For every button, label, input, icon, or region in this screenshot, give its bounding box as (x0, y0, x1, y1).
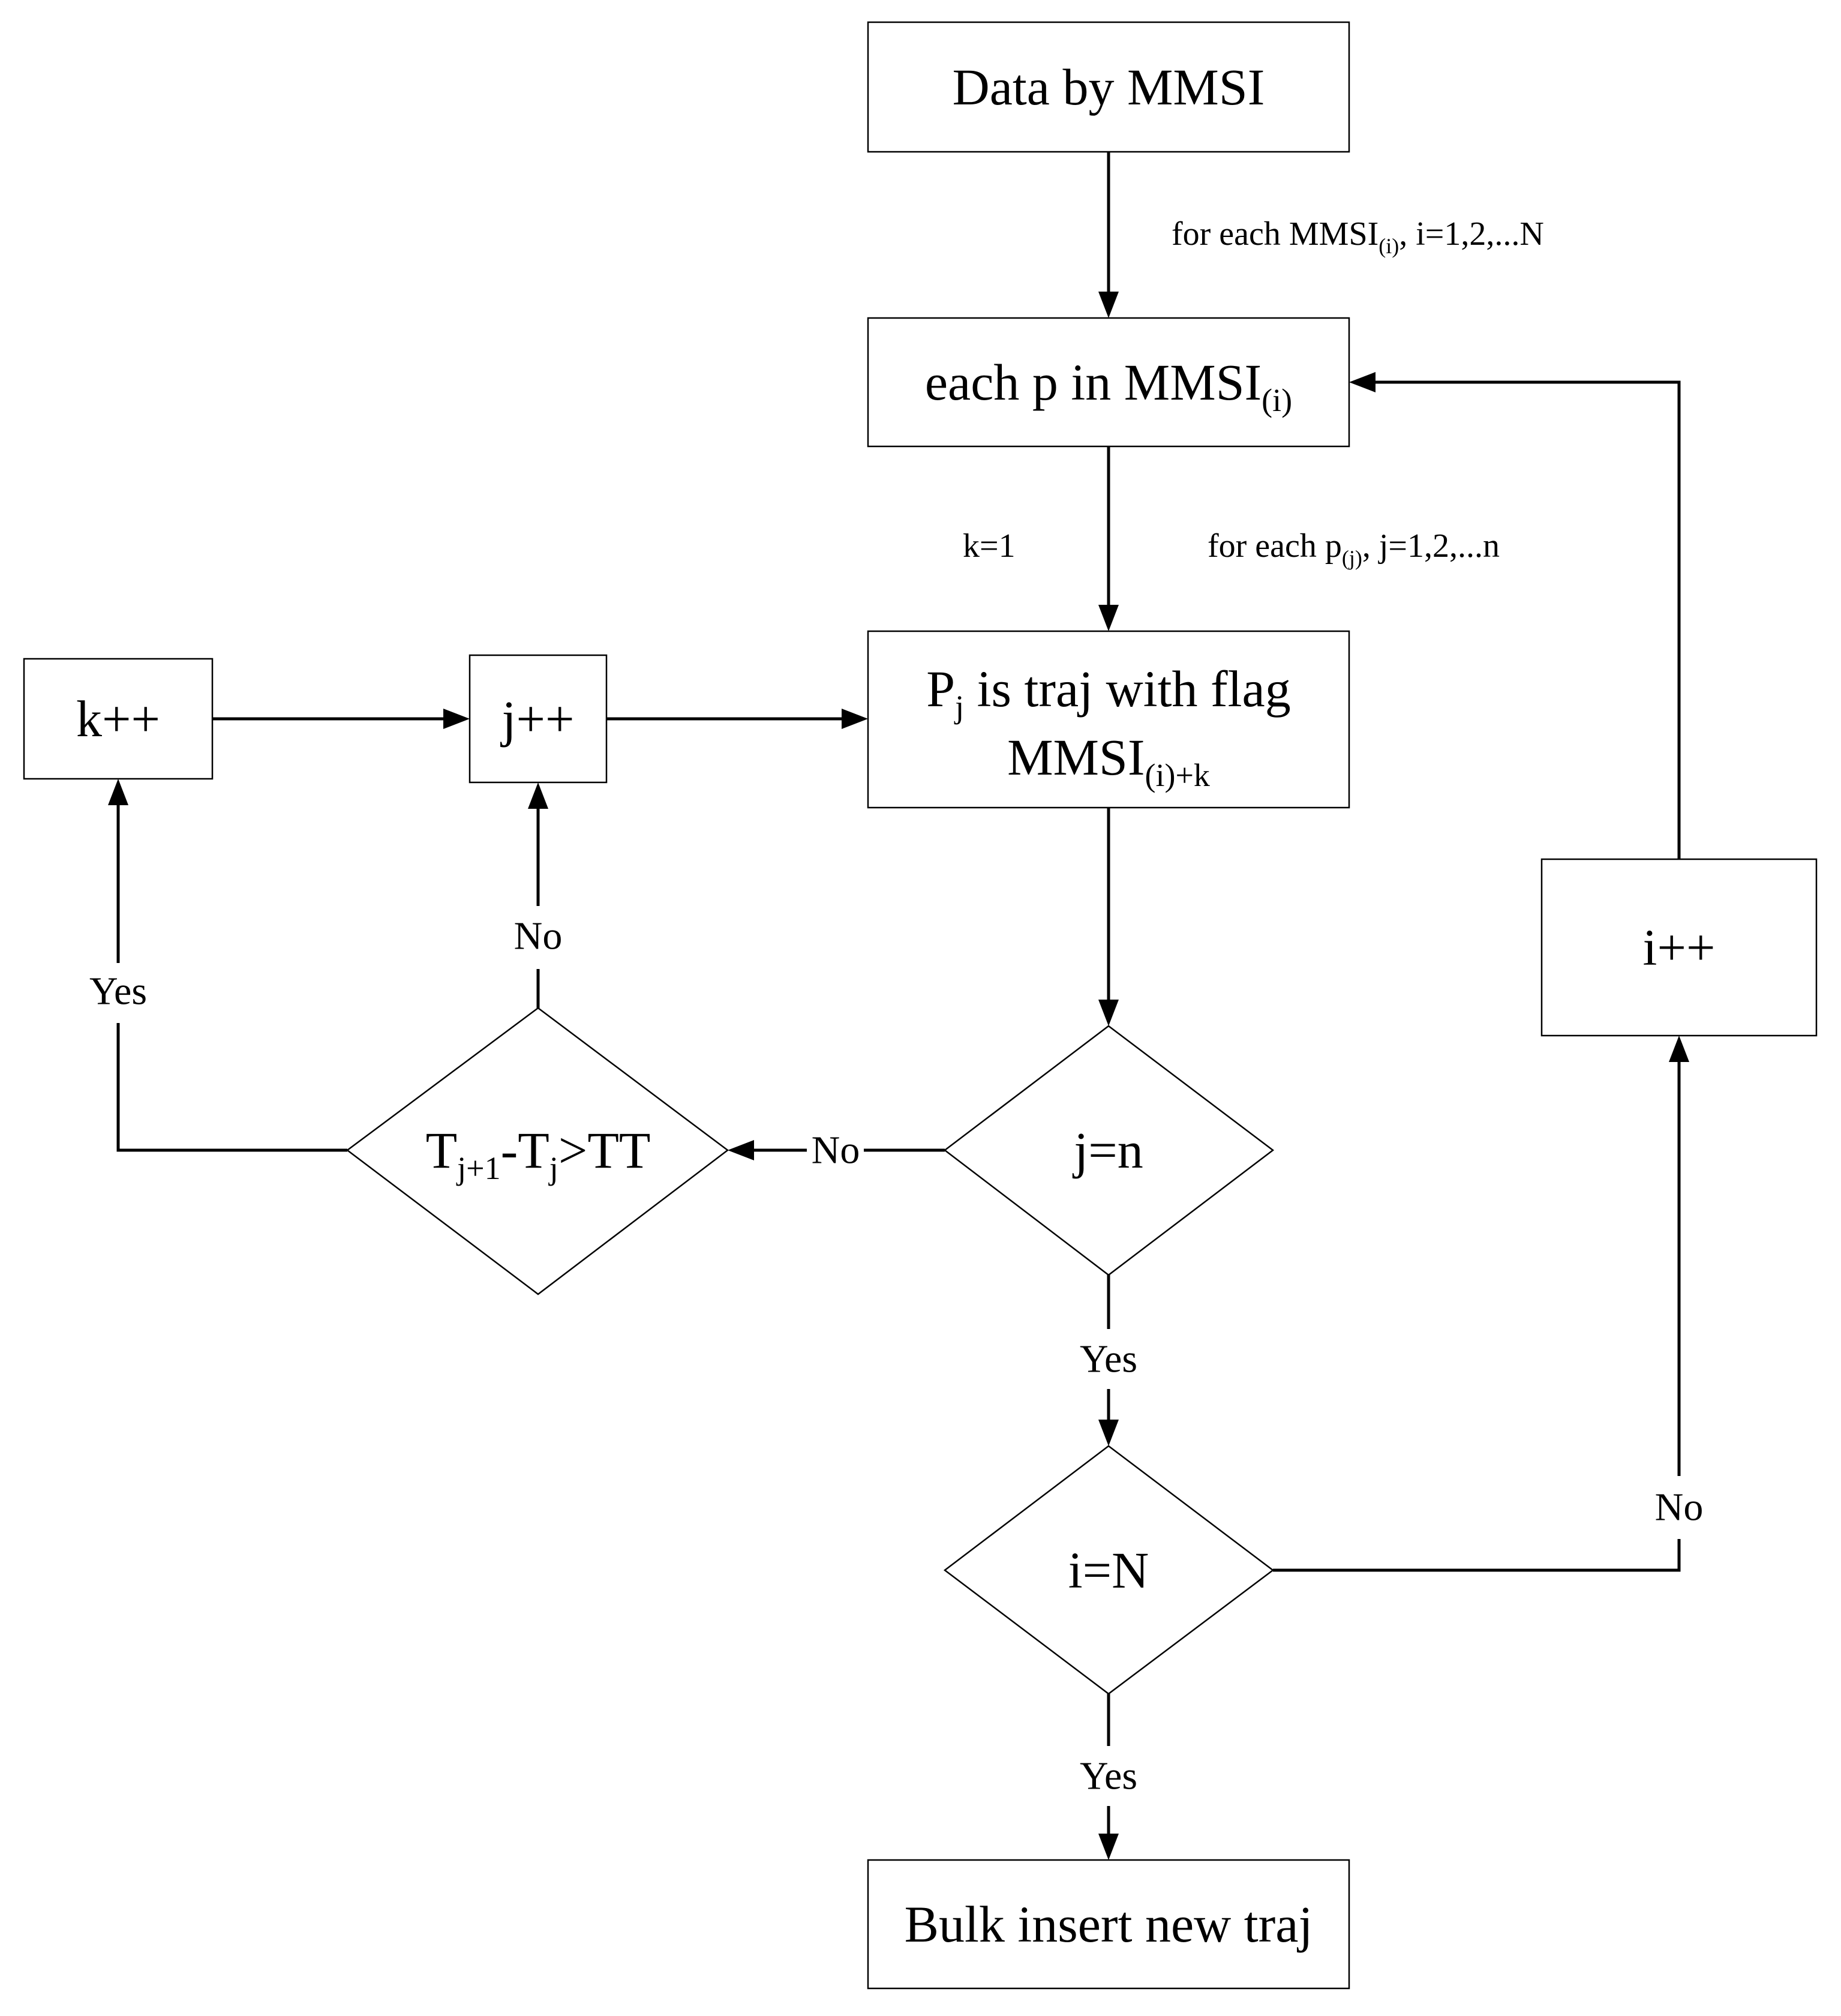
label-k-init: k=1 (963, 527, 1016, 565)
node-pj-traj: Pj is traj with flag MMSI(i)+k (867, 630, 1350, 809)
node-i-equals-N-label: i=N (1068, 1541, 1149, 1599)
edge-pj-to-jn (1098, 808, 1119, 1026)
edge-iN-yes-to-bulk-insert (1098, 1694, 1119, 1860)
label-for-each-mmsi: for each MMSI(i), i=1,2,...N (1172, 215, 1544, 258)
arrowhead (1098, 1000, 1119, 1026)
node-time-gap-check-label: Tj+1-Tj>TT (426, 1121, 651, 1186)
arrowhead (728, 1140, 754, 1160)
arrowhead (1098, 292, 1119, 318)
arrowhead (842, 709, 868, 729)
edge-time-yes-to-k-increment (108, 779, 347, 1152)
arrowhead (1098, 605, 1119, 631)
node-j-equals-n-label: j=n (1072, 1121, 1143, 1179)
node-j-increment: j++ (468, 654, 608, 784)
edge-jn-yes-to-iN (1098, 1275, 1119, 1446)
arrowhead (1098, 1420, 1119, 1446)
node-data-by-mmsi: Data by MMSI (867, 21, 1350, 153)
edge-i-increment-to-each-p (1349, 372, 1681, 859)
node-bulk-insert-label: Bulk insert new traj (905, 1895, 1313, 1953)
node-j-increment-label: j++ (500, 690, 575, 748)
arrowhead (528, 782, 548, 809)
node-i-equals-N: i=N (943, 1445, 1275, 1695)
arrowhead (443, 709, 470, 729)
node-each-p-label: each p in MMSI(i) (925, 353, 1292, 418)
node-i-increment: i++ (1540, 858, 1818, 1037)
edge-k-to-j-increment (212, 709, 470, 729)
node-bulk-insert: Bulk insert new traj (867, 1859, 1350, 1990)
node-j-equals-n: j=n (943, 1025, 1275, 1276)
label-for-each-pj: for each p(j), j=1,2,...n (1208, 527, 1500, 570)
edge-time-no-to-j-increment (528, 782, 548, 1008)
arrowhead (1098, 1834, 1119, 1860)
arrowhead (108, 779, 128, 805)
node-i-increment-label: i++ (1643, 919, 1716, 976)
node-k-increment-label: k++ (76, 690, 160, 748)
arrowhead (1349, 372, 1376, 392)
arrowhead (1669, 1036, 1689, 1062)
label-iN-yes: Yes (1080, 1754, 1137, 1798)
edge-jn-no-to-time-check (728, 1140, 945, 1160)
label-time-yes: Yes (89, 970, 147, 1013)
node-k-increment: k++ (23, 658, 214, 780)
label-iN-no: No (1655, 1486, 1704, 1529)
node-pj-traj-line2: MMSI(i)+k (1007, 728, 1210, 793)
node-pj-traj-line1: Pj is traj with flag (926, 660, 1290, 725)
node-each-p: each p in MMSI(i) (867, 317, 1350, 448)
edge-data-to-each-p (1098, 152, 1119, 318)
label-jn-yes: Yes (1080, 1337, 1137, 1381)
edge-iN-no-to-i-increment (1273, 1036, 1689, 1572)
label-time-no: No (514, 914, 563, 958)
edge-each-p-to-pj (1098, 446, 1119, 631)
node-time-gap-check: Tj+1-Tj>TT (346, 1007, 729, 1295)
label-jn-no: No (812, 1129, 860, 1172)
edge-j-increment-to-pj (606, 709, 868, 729)
node-data-by-mmsi-label: Data by MMSI (953, 58, 1265, 116)
